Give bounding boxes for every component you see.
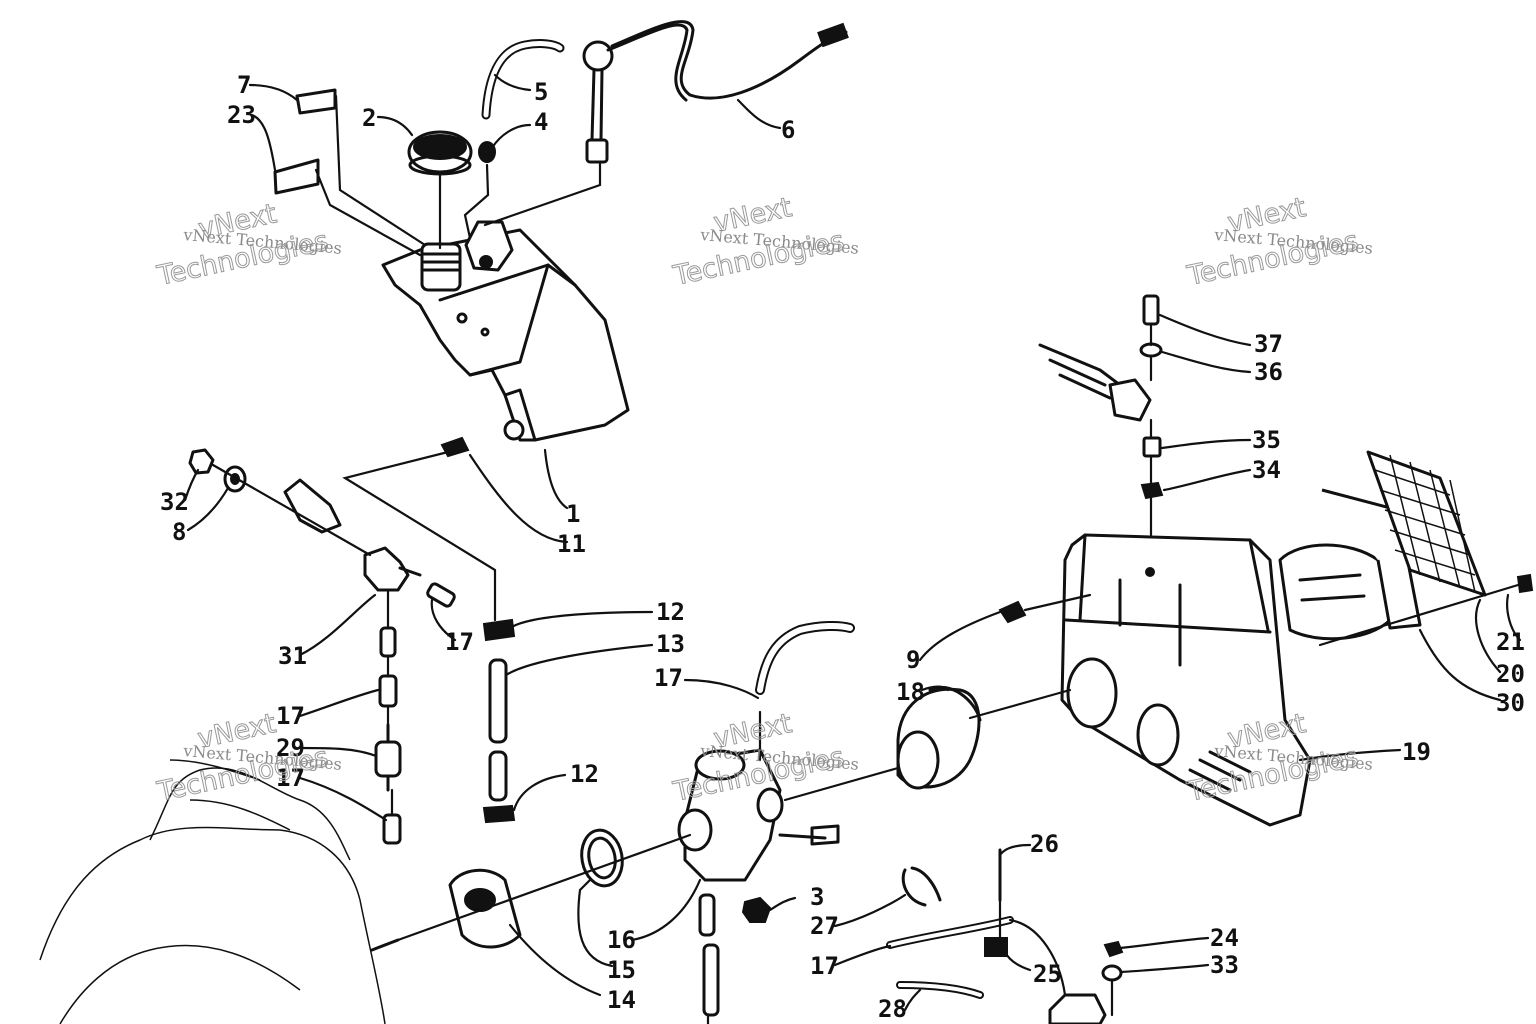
callout-15: 15: [607, 956, 636, 984]
callout-18: 18: [896, 678, 925, 706]
boot-18: [896, 685, 982, 790]
callout-32: 32: [160, 488, 189, 516]
fuel-cap: [407, 130, 473, 176]
fuel-line-13: [482, 618, 516, 824]
callout-36: 36: [1254, 358, 1283, 386]
fuel-gauge-sender: [582, 40, 614, 164]
throttle-body-lower: [1048, 993, 1107, 1024]
clamp-15: [580, 828, 624, 888]
screw-37: [1142, 294, 1160, 326]
nut-24: [1103, 940, 1124, 958]
screw-21: [1516, 573, 1534, 594]
callout-5: 5: [534, 78, 548, 106]
callout-9: 9: [906, 646, 920, 674]
cable-28: [896, 981, 984, 999]
tank-vent-fitting: [464, 220, 514, 272]
callout-17-hose-upper: 17: [276, 702, 305, 730]
carb-vent-hose-17: [755, 620, 855, 695]
air-silencer-19: [1060, 533, 1312, 827]
drain-hose-28: [698, 893, 720, 1017]
callout-12-upper: 12: [656, 598, 685, 626]
spacer-35: [1142, 436, 1162, 458]
decal-23: [273, 158, 320, 195]
callout-34: 34: [1252, 456, 1281, 484]
callout-29: 29: [276, 734, 305, 762]
callout-13: 13: [656, 630, 685, 658]
callout-3: 3: [810, 883, 824, 911]
callout-2: 2: [362, 104, 376, 132]
bracket-25: [984, 937, 1008, 957]
stud-mounting: [370, 938, 400, 952]
callout-26: 26: [1030, 830, 1059, 858]
callout-21: 21: [1496, 628, 1525, 656]
nut-32: [188, 448, 215, 475]
callout-12-lower: 12: [570, 760, 599, 788]
decal-7: [295, 88, 337, 115]
washer-8: [223, 465, 247, 493]
tank-filler-neck: [420, 242, 462, 292]
callout-19: 19: [1402, 738, 1431, 766]
watermark-top-center: vNext vNext Technologies Technologies: [670, 192, 860, 293]
callout-30: 30: [1496, 689, 1525, 717]
carburetor-16: [677, 748, 840, 882]
callout-6: 6: [781, 116, 795, 144]
callout-20: 20: [1496, 660, 1525, 688]
callout-labels: 1 2 3 4 5 6 7 8 9 11 12 12 13 14 15 16 1…: [160, 71, 1525, 1023]
leader-lines: [211, 94, 1520, 1017]
callout-35: 35: [1252, 426, 1281, 454]
hose-17-lower: [886, 916, 1014, 949]
callout-25: 25: [1033, 960, 1062, 988]
callout-7: 7: [237, 71, 251, 99]
nut-34: [1140, 481, 1164, 500]
watermark-bottom-left: vNext vNext Technologies Technologies: [154, 708, 343, 809]
callout-24: 24: [1210, 924, 1239, 952]
callout-8: 8: [172, 518, 186, 546]
watermark-top-left: vNext vNext Technologies Technologies: [154, 198, 343, 293]
callout-pointers: [183, 73, 1522, 1024]
screw-9: [998, 600, 1027, 624]
callout-17-hose-lower: 17: [276, 764, 305, 792]
fuel-shutoff-valve: [283, 478, 422, 592]
callout-27: 27: [810, 912, 839, 940]
bracket-upper: [1038, 343, 1152, 422]
callout-17-carb-vent: 17: [654, 664, 683, 692]
callout-11: 11: [557, 530, 586, 558]
callout-4: 4: [534, 108, 548, 136]
callout-1: 1: [566, 500, 580, 528]
callout-17-valve: 17: [445, 628, 474, 656]
sender-wire-6: [606, 20, 849, 102]
callout-23: 23: [227, 101, 256, 129]
washer-33: [1101, 964, 1123, 982]
cap-3: [741, 896, 772, 923]
callout-37: 37: [1254, 330, 1283, 358]
callout-28: 28: [878, 995, 907, 1023]
callout-31: 31: [278, 642, 307, 670]
callout-16: 16: [607, 926, 636, 954]
callout-17-throttle: 17: [810, 952, 839, 980]
callout-14: 14: [607, 986, 636, 1014]
engine-outline: [39, 759, 386, 1024]
callout-33: 33: [1210, 951, 1239, 979]
clip-27: [901, 866, 942, 907]
vent-hose-5: [481, 39, 565, 120]
hose-clip-4: [478, 141, 496, 163]
watermark-top-right: vNext vNext Technologies Technologies: [1184, 192, 1374, 293]
